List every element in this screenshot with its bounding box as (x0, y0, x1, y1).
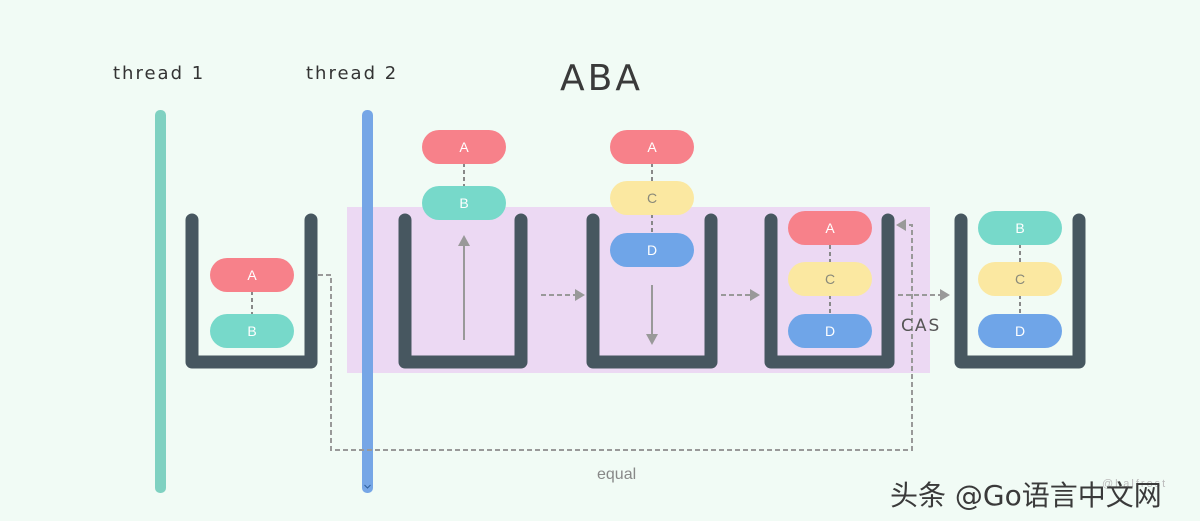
stack-container-2 (398, 213, 528, 369)
equal-loop-arrow-head (896, 219, 906, 231)
stack-4-chip-c: C (788, 262, 872, 296)
push-arrow-head (646, 334, 658, 345)
step-arrow-2-head (750, 289, 760, 301)
stack-5-chip-d: D (978, 314, 1062, 348)
thread-2-label: thread 2 (306, 63, 399, 84)
stack-container-3 (586, 213, 718, 369)
equal-loop-path (318, 224, 913, 451)
thread-2-end-chevron (364, 484, 371, 489)
stack-1-chip-b: B (210, 314, 294, 348)
stack-5-chip-c: C (978, 262, 1062, 296)
pushing-chip-a: A (610, 130, 694, 164)
popped-chip-b: B (422, 186, 506, 220)
thread-1-label: thread 1 (113, 63, 206, 84)
stack-container-1 (185, 213, 318, 369)
pop-arrow-head (458, 235, 470, 246)
step-arrow-1-head (575, 289, 585, 301)
thread-2-line (362, 110, 373, 493)
popped-chip-a: A (422, 130, 506, 164)
stack-1-chip-a: A (210, 258, 294, 292)
pushing-chip-c: C (610, 181, 694, 215)
diagram-title: ABA (560, 58, 643, 99)
stack-container-5 (954, 213, 1086, 369)
stack-5-chip-b: B (978, 211, 1062, 245)
pushing-chip-d: D (610, 233, 694, 267)
cas-label: CAS (901, 316, 942, 336)
equal-label: equal (597, 466, 637, 483)
stack-container-4 (764, 213, 895, 369)
thread-1-line (155, 110, 166, 493)
source-watermark: 头条 @Go语言中文网 (890, 479, 1162, 512)
author-handle: @halfrost (1102, 478, 1168, 490)
stack-4-chip-a: A (788, 211, 872, 245)
cas-arrow-head (940, 289, 950, 301)
stack-4-chip-d: D (788, 314, 872, 348)
